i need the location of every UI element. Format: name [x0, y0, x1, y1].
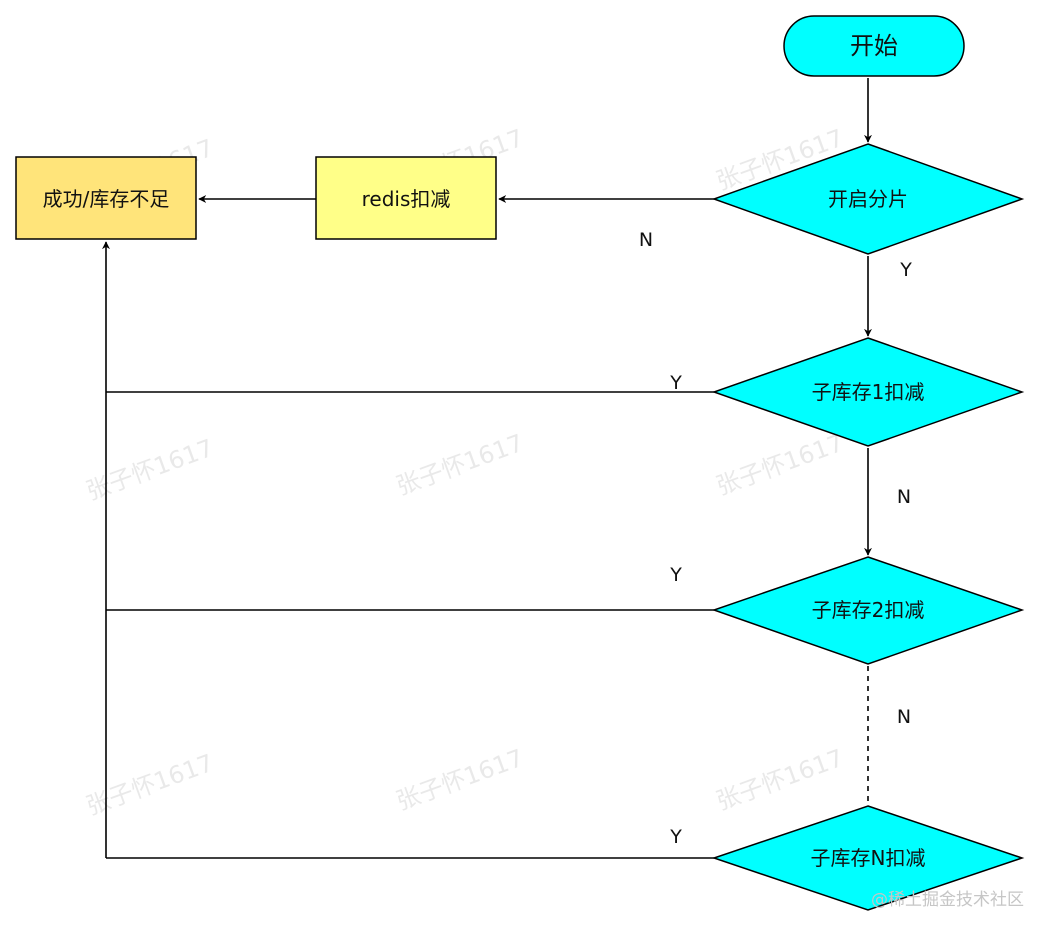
sharding-decision-shape: [711, 143, 1025, 255]
sub2-decision-label: 子库存2扣减: [812, 598, 925, 622]
watermark-6: 张子怀1617: [712, 429, 847, 501]
result-label: 成功/库存不足: [43, 187, 170, 211]
sub2-decision-shape: [711, 556, 1025, 665]
sub1-decision: 子库存1扣减: [711, 337, 1025, 447]
sub1-decision-label: 子库存1扣减: [812, 380, 925, 404]
redis-deduct-shape: [315, 156, 497, 240]
label-sub1-no: N: [897, 486, 911, 508]
label-sharding-yes: Y: [899, 259, 912, 281]
watermark-8: 张子怀1617: [392, 744, 527, 816]
watermark-5: 张子怀1617: [392, 429, 527, 501]
start-node: 开始: [783, 15, 965, 77]
sub1-decision-shape: [711, 337, 1025, 447]
edge-labels: N Y Y N Y N Y: [639, 229, 912, 848]
watermark-4: 张子怀1617: [82, 434, 217, 506]
redis-deduct-label: redis扣减: [362, 187, 451, 211]
label-subN-yes: Y: [669, 826, 682, 848]
result-process: 成功/库存不足: [15, 156, 197, 240]
watermark-7: 张子怀1617: [82, 749, 217, 821]
start-label: 开始: [850, 32, 898, 60]
watermark-9: 张子怀1617: [712, 744, 847, 816]
edges: [102, 78, 872, 859]
label-sub1-yes: Y: [669, 372, 682, 394]
sharding-decision-label: 开启分片: [828, 187, 908, 211]
start-terminal-shape: [783, 15, 965, 77]
sub2-decision: 子库存2扣减: [711, 556, 1025, 665]
subN-decision-label: 子库存N扣减: [811, 846, 926, 870]
label-sub2-yes: Y: [669, 564, 682, 586]
subN-decision-shape: [711, 805, 1025, 911]
label-sub2-no: N: [897, 706, 911, 728]
site-credit: @稀土掘金技术社区: [871, 890, 1024, 910]
sharding-decision: 开启分片: [711, 143, 1025, 255]
label-sharding-no: N: [639, 229, 653, 251]
subN-decision: 子库存N扣减: [711, 805, 1025, 911]
result-shape: [15, 156, 197, 240]
redis-deduct-process: redis扣减: [315, 156, 497, 240]
